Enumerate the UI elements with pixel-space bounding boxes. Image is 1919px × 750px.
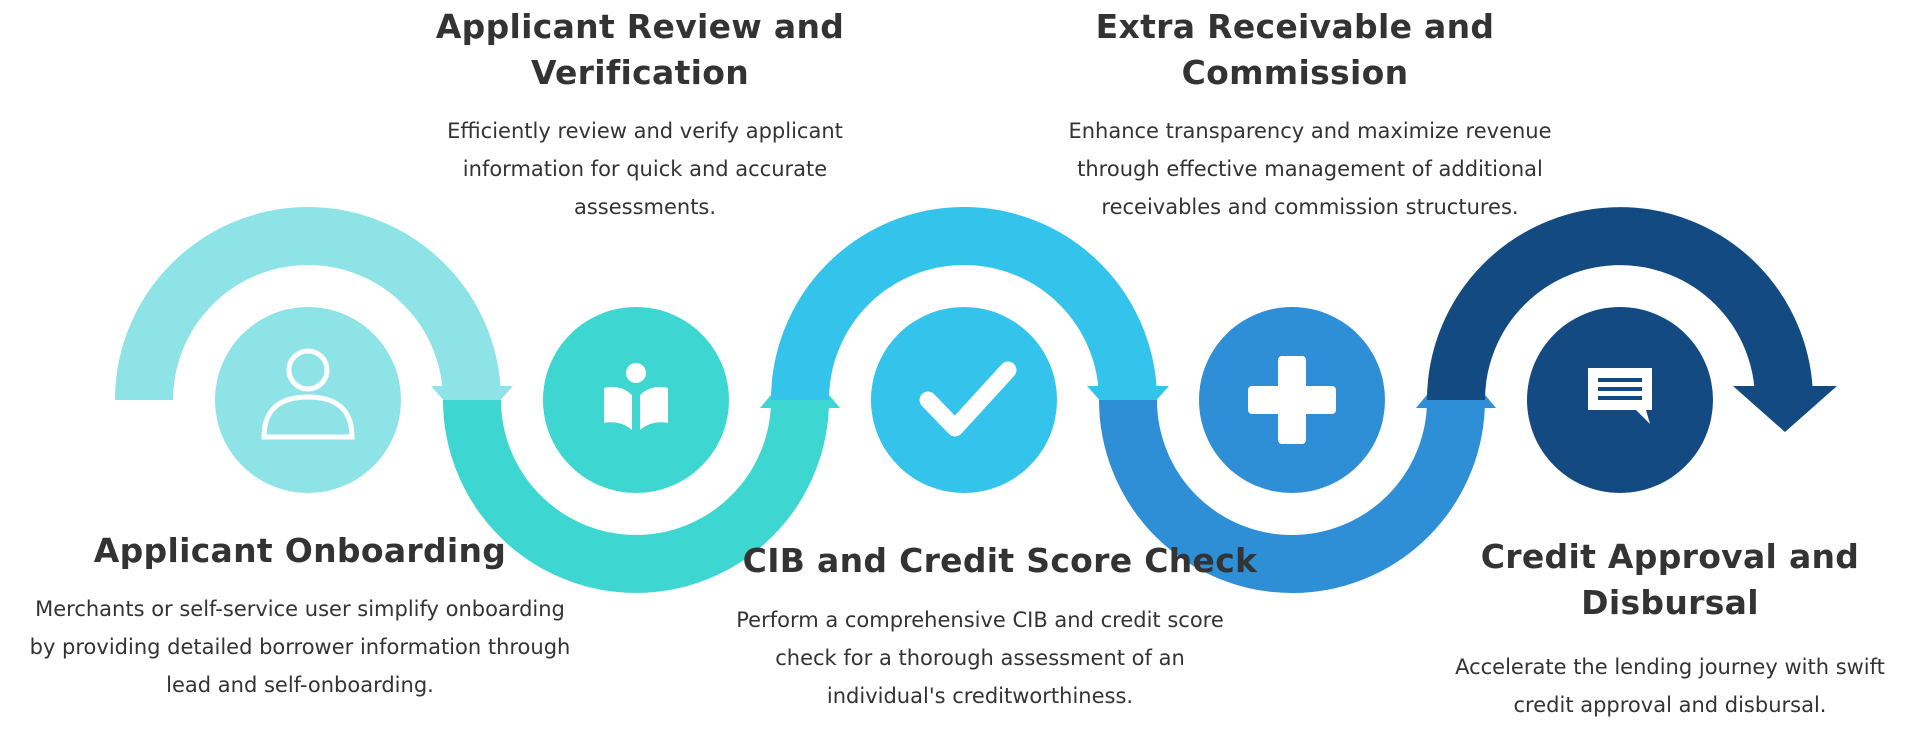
step-2-description: Efficiently review and verify applicant …	[447, 119, 843, 219]
step-circle-1	[215, 307, 401, 493]
step-3-description: Perform a comprehensive CIB and credit s…	[736, 608, 1224, 708]
step-1-description: Merchants or self-service user simplify …	[29, 597, 571, 697]
checkmark-icon	[919, 361, 1017, 437]
arc-step-2	[443, 399, 829, 593]
arc-step-5	[1427, 207, 1813, 401]
arrow-step-5	[1733, 386, 1837, 432]
chat-message-icon	[1588, 368, 1652, 424]
arc-step-1	[115, 207, 501, 401]
step-circle-2	[543, 307, 729, 493]
step-5-description: Accelerate the lending journey with swif…	[1455, 655, 1885, 717]
arc-step-3	[771, 207, 1157, 401]
step-5-title: Credit Approval and Disbursal	[1480, 537, 1860, 622]
reading-book-icon	[604, 363, 668, 430]
plus-icon	[1248, 356, 1336, 444]
step-1-title: Applicant Onboarding	[93, 531, 507, 570]
step-2-title: Applicant Review and Verification	[435, 7, 845, 92]
step-circle-3	[871, 307, 1057, 493]
step-4-description: Enhance transparency and maximize revenu…	[1068, 119, 1552, 219]
step-4-title: Extra Receivable and Commission	[1095, 7, 1495, 92]
step-3-title: CIB and Credit Score Check	[742, 541, 1258, 580]
person-icon	[261, 348, 355, 440]
arc-step-4	[1099, 399, 1485, 593]
